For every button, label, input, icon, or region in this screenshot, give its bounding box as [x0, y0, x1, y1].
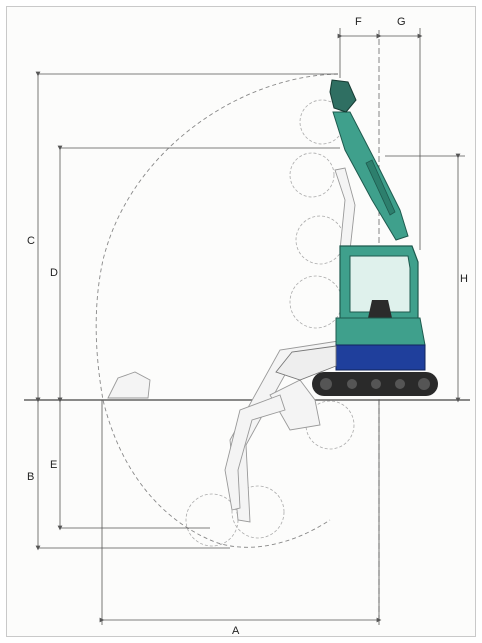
dim-label-e: E — [50, 459, 57, 471]
working-range-envelope — [95, 73, 339, 548]
lower-frame — [335, 344, 426, 371]
dim-label-c: C — [27, 235, 35, 247]
dim-label-f: F — [355, 16, 362, 28]
arm-cylinder — [365, 159, 396, 216]
track-rollers — [320, 378, 430, 390]
excavator — [275, 79, 438, 396]
operator-seat — [368, 300, 392, 318]
bucket — [329, 79, 357, 113]
lowered-arm — [275, 345, 337, 381]
dim-label-b: B — [27, 471, 34, 483]
cab-window — [349, 255, 411, 313]
counterweight — [335, 317, 426, 346]
ghost-arm-positions — [107, 167, 356, 523]
dim-label-h: H — [460, 273, 468, 285]
dim-label-g: G — [397, 16, 406, 28]
dim-label-d: D — [50, 267, 58, 279]
ghost-bucket-positions — [185, 99, 355, 547]
dim-label-a: A — [232, 625, 240, 637]
